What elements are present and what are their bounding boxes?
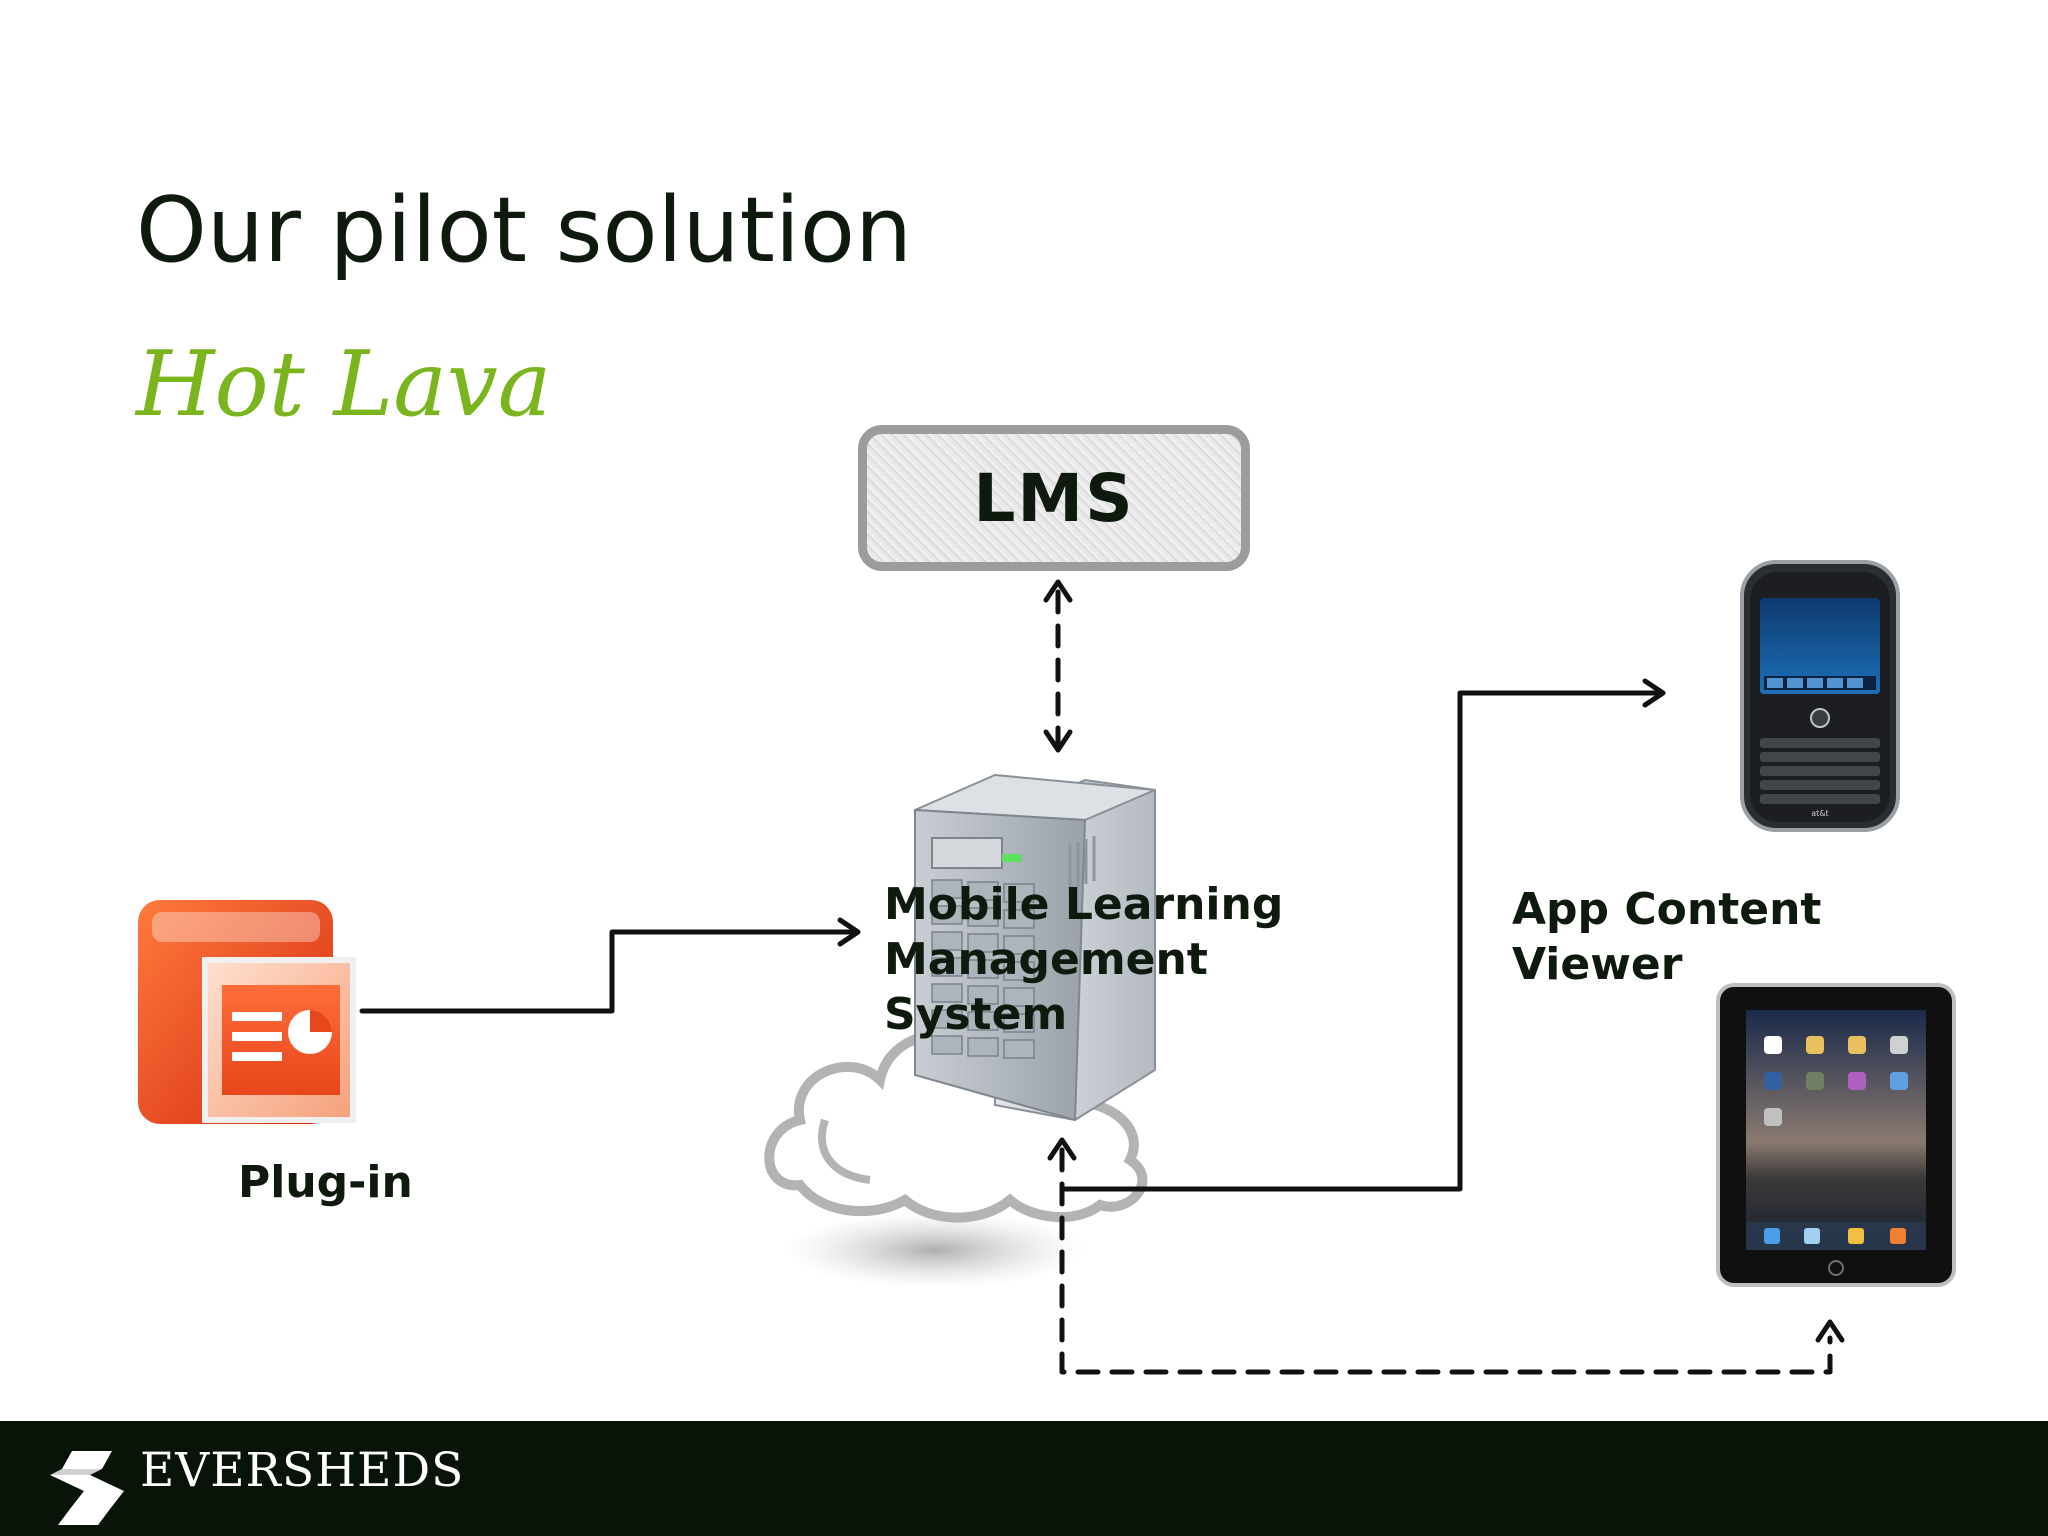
lms-label: LMS bbox=[973, 459, 1135, 537]
server-cloud-icon bbox=[764, 773, 1156, 1288]
tablet-icon bbox=[1716, 983, 1956, 1287]
footer-bar: EVERSHEDS bbox=[0, 1421, 2048, 1536]
edge-plugin-mlms bbox=[359, 917, 861, 1014]
plugin-label: Plug-in bbox=[238, 1157, 413, 1208]
smartphone-icon: at&t bbox=[1740, 560, 1900, 832]
edge-tablet-mlms bbox=[1047, 1137, 1845, 1375]
mobile-lms-label: Mobile Learning Management System bbox=[884, 879, 1284, 1040]
app-content-viewer-label: App Content Viewer bbox=[1512, 884, 1822, 990]
edge-mlms-smartphone bbox=[1059, 678, 1666, 1192]
slide-subtitle: Hot Lava bbox=[136, 332, 552, 437]
edge-lms-mlms bbox=[1043, 579, 1073, 753]
eversheds-logo-icon bbox=[50, 1451, 124, 1525]
footer-brand: EVERSHEDS bbox=[140, 1443, 465, 1498]
lms-box: LMS bbox=[858, 425, 1250, 571]
svg-text:at&t: at&t bbox=[1811, 809, 1828, 818]
powerpoint-plugin-icon bbox=[138, 900, 356, 1124]
slide-title: Our pilot solution bbox=[136, 178, 912, 283]
